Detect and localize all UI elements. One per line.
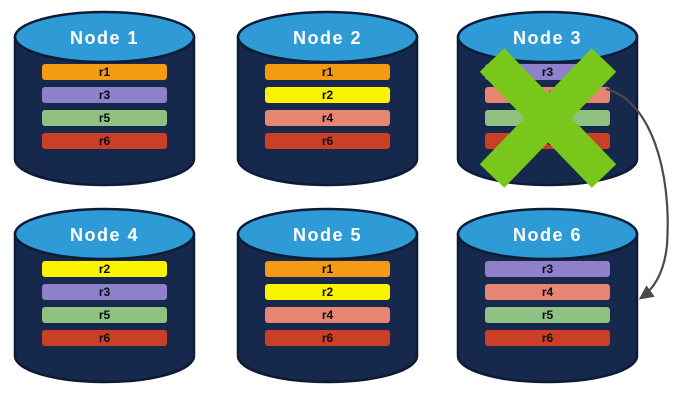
record-list: r1 r3 r5 r6 (42, 64, 167, 149)
record-bar[interactable]: r6 (265, 330, 390, 346)
record-bar[interactable]: r3 (485, 261, 610, 277)
record-bar[interactable]: r1 (42, 64, 167, 80)
record-bar[interactable]: r4 (485, 87, 610, 103)
record-bar[interactable]: r5 (485, 110, 610, 126)
node-3[interactable]: Node 3 r3 r4 r5 r6 (456, 7, 639, 189)
record-list: r1 r2 r4 r6 (265, 64, 390, 149)
node-1[interactable]: Node 1 r1 r3 r5 r6 (13, 7, 196, 189)
node-4[interactable]: Node 4 r2 r3 r5 r6 (13, 204, 196, 386)
record-list: r3 r4 r5 r6 (485, 261, 610, 346)
record-bar[interactable]: r4 (265, 307, 390, 323)
record-list: r3 r4 r5 r6 (485, 64, 610, 149)
record-bar[interactable]: r1 (265, 261, 390, 277)
node-6[interactable]: Node 6 r3 r4 r5 r6 (456, 204, 639, 386)
record-bar[interactable]: r6 (265, 133, 390, 149)
record-bar[interactable]: r2 (265, 87, 390, 103)
node-5[interactable]: Node 5 r1 r2 r4 r6 (236, 204, 419, 386)
record-bar[interactable]: r3 (42, 284, 167, 300)
record-bar[interactable]: r3 (485, 64, 610, 80)
record-bar[interactable]: r4 (485, 284, 610, 300)
record-bar[interactable]: r2 (265, 284, 390, 300)
record-bar[interactable]: r4 (265, 110, 390, 126)
record-bar[interactable]: r5 (42, 307, 167, 323)
record-bar[interactable]: r6 (42, 133, 167, 149)
record-bar[interactable]: r3 (42, 87, 167, 103)
node-2[interactable]: Node 2 r1 r2 r4 r6 (236, 7, 419, 189)
record-bar[interactable]: r2 (42, 261, 167, 277)
record-bar[interactable]: r5 (42, 110, 167, 126)
record-bar[interactable]: r6 (485, 133, 610, 149)
record-bar[interactable]: r5 (485, 307, 610, 323)
record-bar[interactable]: r1 (265, 64, 390, 80)
record-bar[interactable]: r6 (42, 330, 167, 346)
record-list: r1 r2 r4 r6 (265, 261, 390, 346)
record-bar[interactable]: r6 (485, 330, 610, 346)
record-list: r2 r3 r5 r6 (42, 261, 167, 346)
